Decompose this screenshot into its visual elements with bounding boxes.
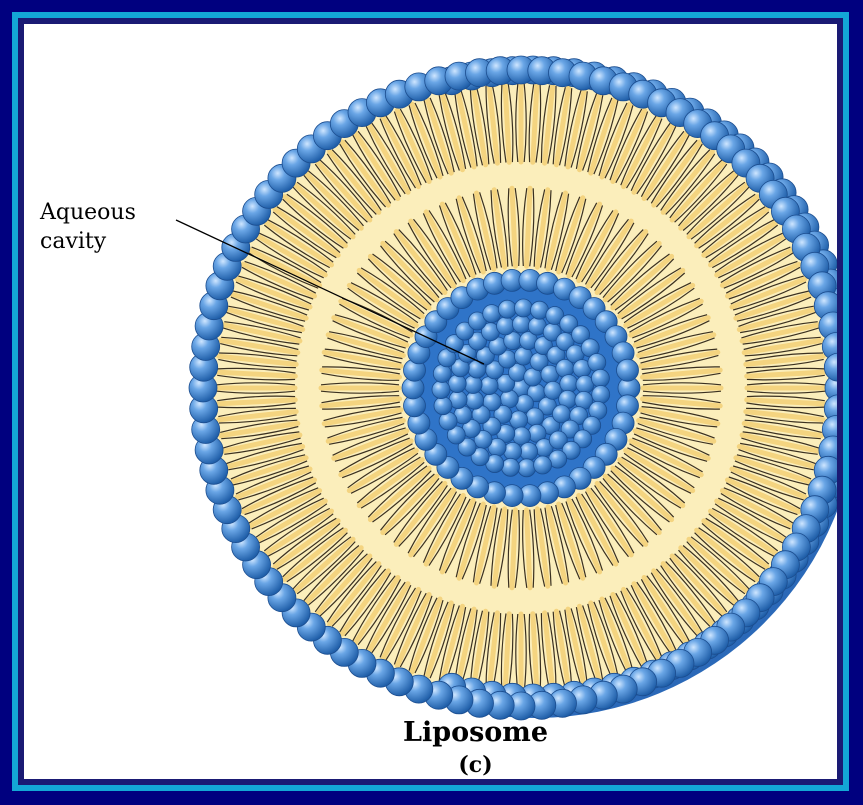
cavity-bead (534, 456, 552, 474)
cavity-bead (510, 411, 528, 429)
cavity-bead (480, 377, 498, 395)
cavity-bead (497, 317, 515, 335)
cavity-bead (518, 459, 536, 477)
inner-tail (512, 510, 516, 588)
cavity-bead (560, 375, 578, 393)
cavity-bead (466, 391, 484, 409)
figure-title: Liposome (24, 720, 837, 746)
cavity-bead (464, 376, 482, 394)
cavity-bead (592, 386, 610, 404)
liposome-diagram (24, 24, 837, 779)
cavity-bead (514, 299, 532, 317)
cavity-bead (588, 354, 606, 372)
callout-label-line2: cavity (40, 229, 106, 255)
cavity-bead (526, 408, 544, 426)
inner-tail (527, 188, 531, 266)
inner-tail (527, 510, 531, 588)
slide-frame: Aqueous cavity Liposome (c) (12, 12, 849, 791)
cavity-bead (434, 397, 452, 415)
figure-subtitle: (c) (24, 752, 837, 778)
cavity-bead (504, 442, 522, 460)
cavity-bead (432, 381, 450, 399)
callout-label-line1: Aqueous (40, 200, 136, 226)
cavity-bead (502, 458, 520, 476)
cavity-bead (448, 375, 466, 393)
cavity-bead (483, 305, 501, 323)
inner-tail (512, 188, 516, 266)
cavity-bead (498, 300, 516, 318)
cavity-bead (433, 365, 451, 383)
inner-head (617, 359, 639, 381)
cavity-bead (591, 369, 609, 387)
figure-canvas: Aqueous cavity Liposome (c) (24, 24, 837, 779)
cavity-bead (512, 315, 530, 333)
cavity-bead (520, 443, 538, 461)
